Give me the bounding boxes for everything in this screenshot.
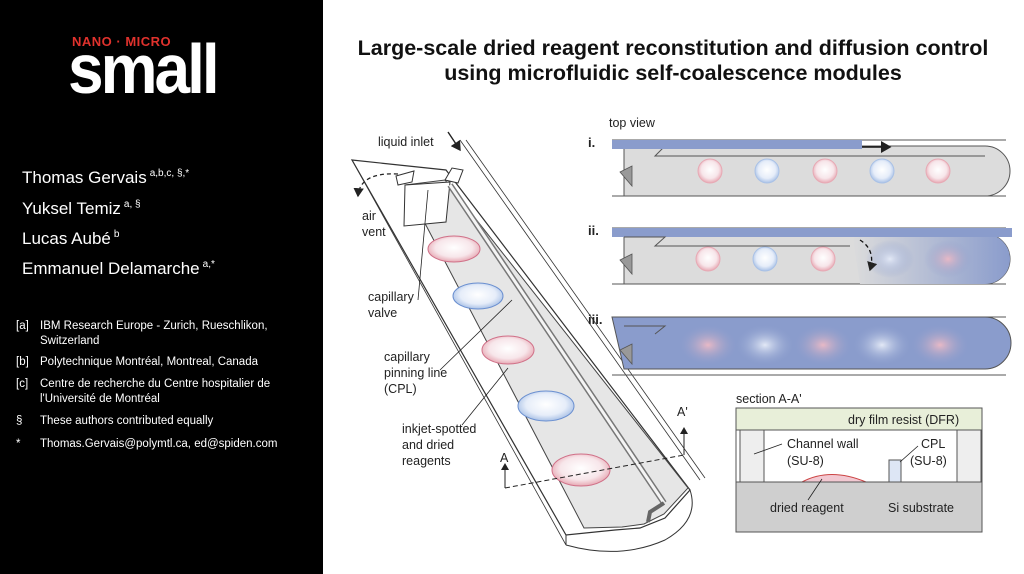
affiliation-text: Thomas.Gervais@polymtl.ca, ed@spiden.com <box>40 438 278 450</box>
affiliation-key: [c] <box>16 378 29 390</box>
reagent-spot-blue <box>452 282 504 310</box>
affiliation-key: [b] <box>16 356 29 368</box>
step-label: iii. <box>588 312 602 327</box>
affiliation-b: [b] Polytechnique Montréal, Montreal, Can… <box>16 355 326 370</box>
flow-arrow <box>859 239 878 272</box>
label-capillary-valve-2: valve <box>368 306 397 320</box>
step-label: ii. <box>588 223 599 238</box>
page-title: Large-scale dried reagent reconstitution… <box>357 36 989 85</box>
author-name: Yuksel Temiz <box>22 199 121 218</box>
cpl-structure <box>888 459 902 483</box>
label-reagents-1: inkjet-spotted <box>402 422 476 436</box>
liquid-inlet-arrow <box>447 131 461 152</box>
label-reagents-2: and dried <box>402 438 454 452</box>
label-air: air <box>362 209 376 223</box>
author-affiliation-mark: a,* <box>202 259 215 271</box>
step-label: i. <box>588 135 595 150</box>
dfr-label: dry film resist (DFR) <box>848 413 959 427</box>
label-cpl-2: pinning line <box>384 366 447 380</box>
section-line <box>504 454 685 489</box>
affiliation-c: [c] Centre de recherche du Centre hospita… <box>16 377 326 407</box>
section-diagram: section A-A' dry film resist (DFR) Chann… <box>735 392 983 533</box>
channel-3d-diagram: liquid inlet air vent capillary valve ca… <box>350 131 706 552</box>
reagent-spot-red <box>551 453 611 487</box>
top-view-step-ii: ii. <box>588 223 1012 285</box>
top-view-step-i: i. <box>588 135 1011 197</box>
label-capillary-valve-1: capillary <box>368 290 415 304</box>
cpl-label-2: (SU-8) <box>910 454 947 468</box>
channel-wall-label-2: (SU-8) <box>787 454 824 468</box>
journal-logo: small <box>68 30 220 109</box>
capillary-valve-icon <box>619 343 633 366</box>
si-substrate <box>735 481 983 533</box>
affiliation-email: * Thomas.Gervais@polymtl.ca, ed@spiden.co… <box>16 437 326 452</box>
affiliation-key: § <box>16 415 23 427</box>
affiliation-a: [a] IBM Research Europe - Zurich, Rueschl… <box>16 319 326 349</box>
affiliation-text: These authors contributed equally <box>40 415 214 427</box>
cpl-label-1: CPL <box>921 437 945 451</box>
author-affiliation-mark: b <box>113 229 120 241</box>
air-vent-arrow <box>353 173 399 198</box>
label-reagents-3: reagents <box>402 454 451 468</box>
channel-wall-right <box>956 429 982 483</box>
reagent-spot-blue <box>517 390 575 422</box>
author-name: Lucas Aubé <box>22 229 111 248</box>
label-a-prime: A' <box>677 405 688 419</box>
label-cpl-3: (CPL) <box>384 382 417 396</box>
reagent-spot-red <box>427 235 481 263</box>
affiliation-text: IBM Research Europe - Zurich, Rueschliko… <box>40 320 268 347</box>
affiliation-equal: § These authors contributed equally <box>16 414 326 429</box>
reagent-spot-red <box>481 335 535 365</box>
capillary-valve-icon <box>619 165 633 188</box>
journal-logo-subtitle: NANO · MICRO <box>72 34 172 49</box>
top-view-step-iii: iii. <box>588 312 1012 376</box>
label-top-view: top view <box>609 116 656 130</box>
affiliation-text: Polytechnique Montréal, Montreal, Canada <box>40 356 258 368</box>
label-cpl-1: capillary <box>384 350 431 364</box>
channel-wall-label-1: Channel wall <box>787 437 859 451</box>
si-substrate-label: Si substrate <box>888 501 954 515</box>
affiliation-text: Centre de recherche du Centre hospitalie… <box>40 378 271 405</box>
channel-wall-left <box>739 429 765 483</box>
capillary-valve-icon <box>619 253 633 276</box>
label-a: A <box>500 451 509 465</box>
label-liquid-inlet: liquid inlet <box>378 135 434 149</box>
section-title: section A-A' <box>736 392 802 406</box>
author-affiliation-mark: a,b,c, §,* <box>149 168 190 180</box>
affiliation-key: * <box>16 438 21 450</box>
author-name: Thomas Gervais <box>22 168 147 187</box>
dried-reagent-label: dried reagent <box>770 501 844 515</box>
affiliation-key: [a] <box>16 320 29 332</box>
label-vent: vent <box>362 225 386 239</box>
author-affiliation-mark: a, § <box>123 199 141 211</box>
author-name: Emmanuel Delamarche <box>22 259 200 278</box>
